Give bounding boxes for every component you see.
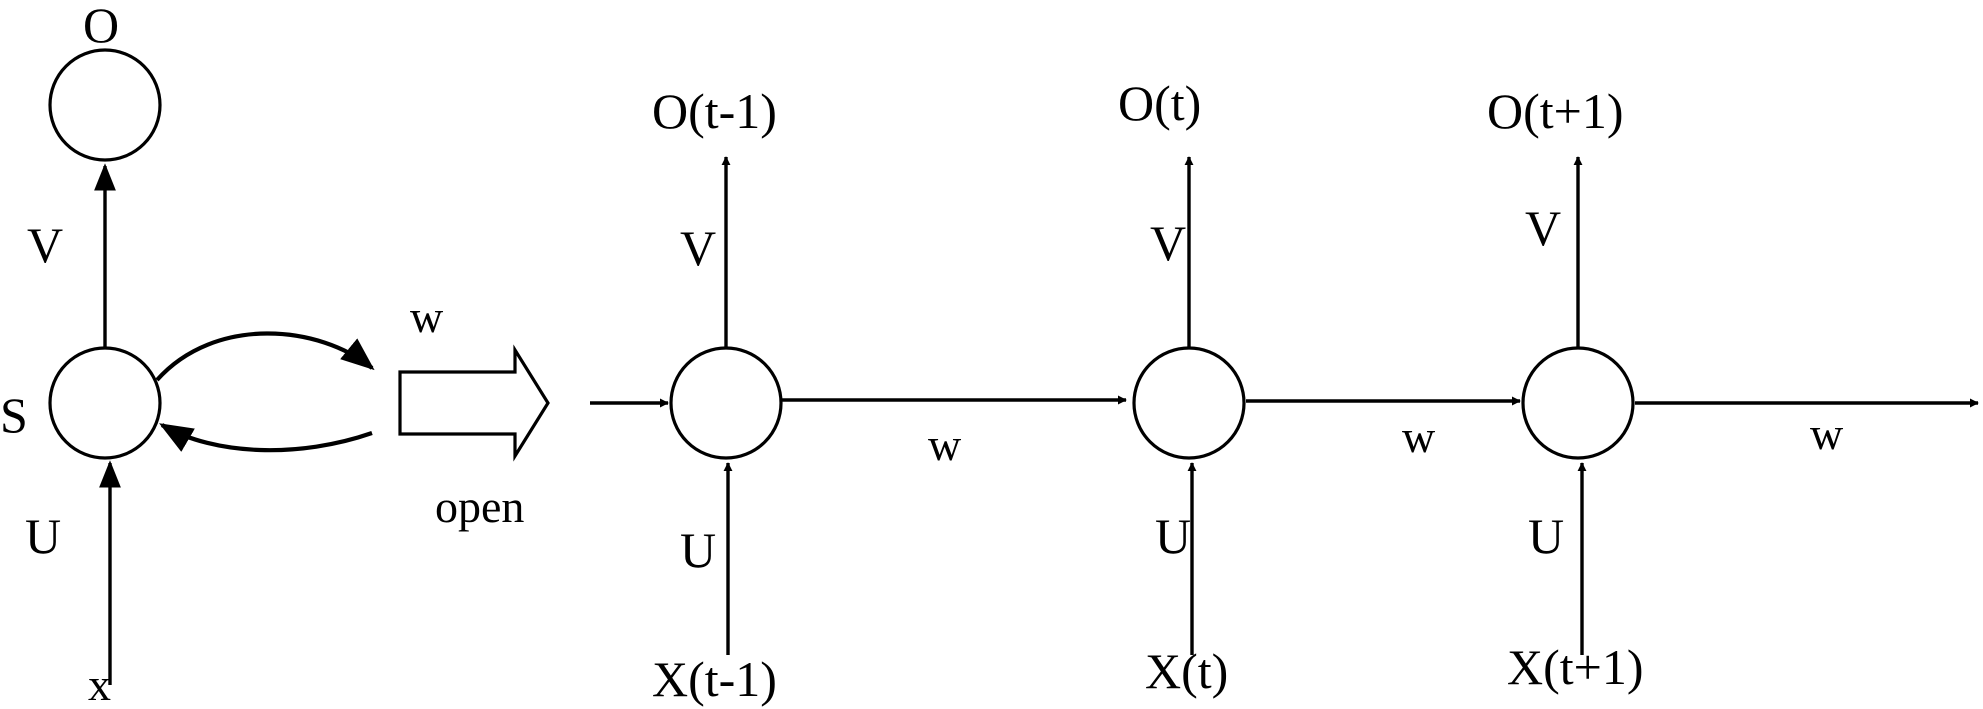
- step-t-plus-1: O(t+1) V U X(t+1): [1487, 83, 1644, 695]
- open-arrow-icon: [398, 344, 550, 462]
- recurrent-arrow-out: [155, 331, 375, 382]
- step-input-label: X(t-1): [652, 651, 777, 707]
- recurrent-arrow-back: [159, 423, 373, 453]
- step-u-label: U: [1155, 508, 1191, 564]
- step-t-minus-1: O(t-1) V U X(t-1): [652, 83, 783, 707]
- open-label: open: [435, 481, 524, 532]
- state-node-s: [48, 346, 162, 460]
- w-label-2: w: [1402, 411, 1436, 462]
- unroll-transition: open: [398, 344, 550, 532]
- output-label: O: [83, 0, 119, 53]
- step-state-node: [669, 346, 783, 460]
- unfolded-rnn: O(t-1) V U X(t-1) w O(t) V U X(t) w O(t+…: [590, 75, 1979, 707]
- recurrent-weight-label: w: [410, 291, 444, 342]
- step-u-label: U: [1528, 508, 1564, 564]
- w-label-3: w: [1810, 408, 1844, 459]
- step-state-node: [1132, 346, 1246, 460]
- step-v-label: V: [680, 220, 716, 276]
- step-output-label: O(t): [1118, 75, 1201, 131]
- step-state-node: [1521, 346, 1635, 460]
- state-label: S: [0, 387, 28, 443]
- u-weight-label: U: [25, 508, 61, 564]
- step-output-label: O(t+1): [1487, 83, 1624, 139]
- step-u-label: U: [680, 522, 716, 578]
- step-input-label: X(t): [1145, 643, 1228, 699]
- output-node-o: [48, 48, 162, 162]
- step-t: O(t) V U X(t): [1118, 75, 1246, 699]
- step-output-label: O(t-1): [652, 83, 777, 139]
- folded-rnn: O V S U x w: [0, 0, 444, 709]
- step-v-label: V: [1150, 215, 1186, 271]
- v-weight-label: V: [27, 217, 63, 273]
- step-v-label: V: [1525, 200, 1561, 256]
- input-label: x: [88, 659, 111, 709]
- w-label-1: w: [928, 419, 962, 470]
- step-input-label: X(t+1): [1507, 639, 1644, 695]
